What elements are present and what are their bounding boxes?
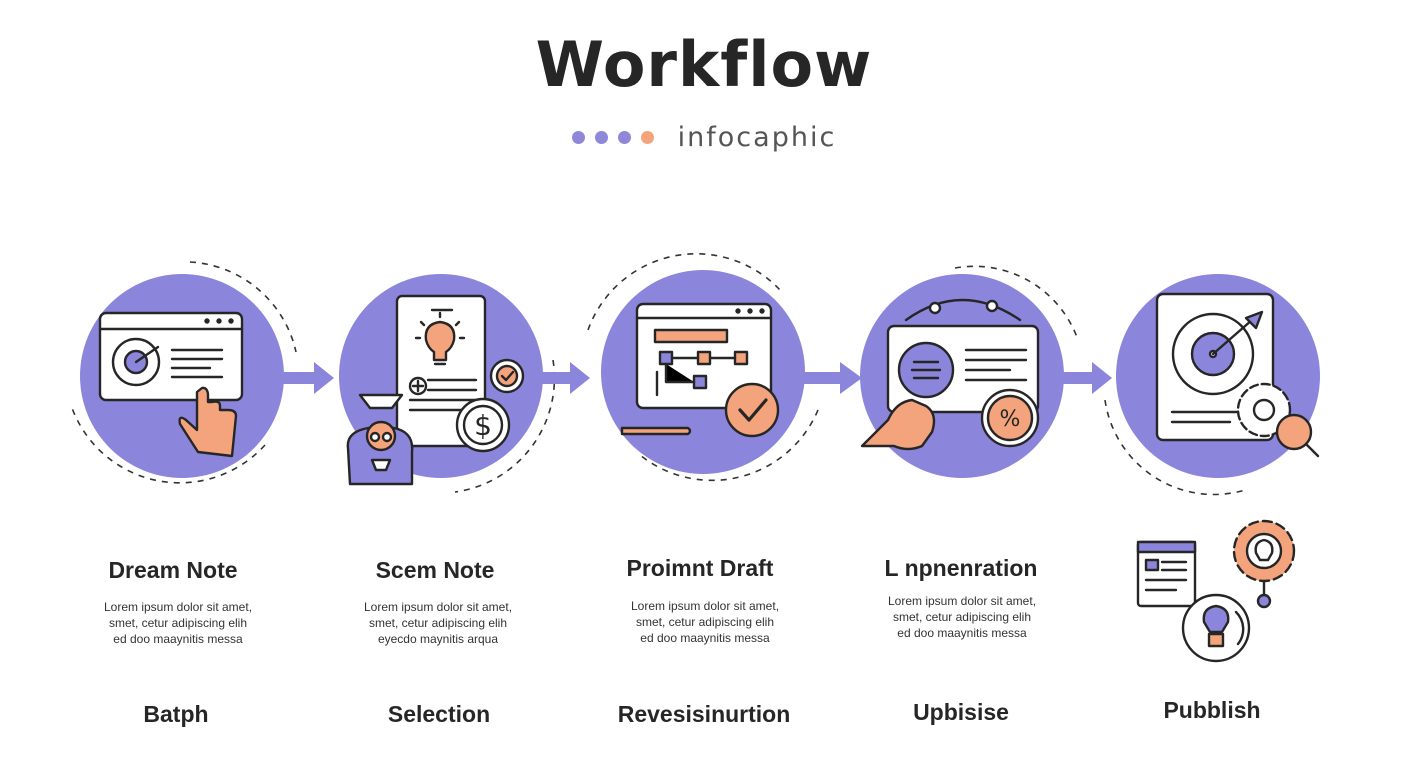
step-1-icons (98, 311, 244, 458)
lightbulb-icon (1254, 538, 1274, 609)
person-icon (346, 393, 414, 486)
checkmark-badge-icon (489, 358, 525, 394)
step-description: Lorem ipsum dolor sit amet, smet, cetur … (58, 599, 298, 647)
percent-badge-icon: % (980, 388, 1040, 448)
orbit-arc-1a (189, 261, 297, 353)
arrow-4-shaft (1062, 372, 1094, 384)
desc-line: ed doo maaynitis messa (897, 626, 1027, 640)
orbit-arc-2 (454, 359, 556, 493)
orbit-arc-5 (1104, 399, 1246, 496)
lightbulb-icon (1181, 593, 1251, 663)
step-label: Pubblish (1163, 697, 1261, 723)
orbit-arc-3b (639, 409, 819, 482)
desc-line: smet, cetur adipiscing elih (368, 616, 508, 630)
publish-illustration (1136, 519, 1296, 663)
step-4-icons: % (860, 298, 1040, 451)
gear-icon (1236, 382, 1292, 438)
checkmark-badge-icon (724, 382, 780, 438)
svg-text:$: $ (474, 409, 492, 442)
orbit-arc-4 (954, 265, 1079, 341)
connector-node-1 (928, 301, 942, 315)
magnifier-icon (1275, 413, 1320, 458)
desc-line: Lorem ipsum dolor sit amet, (103, 600, 253, 614)
arrow-1-shaft (282, 372, 316, 384)
step-3-icons (620, 302, 780, 438)
desc-line: Lorem ipsum dolor sit amet, (887, 594, 1037, 608)
arrow-3-head (840, 362, 862, 394)
connector-arrows (282, 362, 1112, 394)
connector-arc (904, 298, 1022, 322)
step-label: Revesisinurtion (617, 701, 791, 727)
dashed-orbits (71, 253, 1246, 496)
step-title: L npnenration (884, 555, 1038, 581)
step-title: Dream Note (108, 557, 238, 583)
arrow-2-head (570, 362, 590, 394)
desc-line: ed doo maaynitis messa (113, 632, 243, 646)
page-subtitle: infocaphic (677, 122, 837, 153)
svg-text:%: % (1000, 407, 1021, 432)
desc-line: eyecdo maynitis arqua (377, 632, 499, 646)
desc-line: ed doo maaynitis messa (640, 631, 770, 645)
hand-icon (860, 398, 936, 451)
dollar-coin-icon: $ (455, 397, 511, 453)
lightbulb-icon (414, 311, 466, 366)
dot-1 (571, 131, 585, 144)
arrow-1-head (314, 362, 334, 394)
desc-line: smet, cetur adipiscing elih (892, 610, 1032, 624)
arrow-3-shaft (800, 372, 842, 384)
flowchart-icon (655, 350, 749, 397)
step-description: Lorem ipsum dolor sit amet, smet, cetur … (318, 599, 558, 647)
step-title: Scem Note (375, 557, 495, 583)
step-description: Lorem ipsum dolor sit amet, smet, cetur … (585, 598, 825, 646)
dot-2 (594, 131, 608, 144)
arrow-2-shaft (540, 372, 572, 384)
step-5-icons (1155, 292, 1320, 458)
dot-4 (640, 131, 654, 144)
pointing-hand-icon (178, 386, 238, 458)
step-2-icons: $ (346, 294, 525, 486)
connector-node-2 (985, 299, 999, 313)
pencil-icon (620, 426, 692, 436)
desc-line: smet, cetur adipiscing elih (635, 615, 775, 629)
step-label: Upbisise (913, 699, 1009, 725)
desc-line: Lorem ipsum dolor sit amet, (363, 600, 513, 614)
step-label: Selection (387, 701, 491, 727)
step-title: Proimnt Draft (626, 555, 774, 581)
desc-line: smet, cetur adipiscing elih (108, 616, 248, 630)
browser-window-icon (1136, 540, 1197, 608)
subtitle-row: infocaphic (0, 122, 1408, 153)
page-title: Workflow (535, 28, 873, 101)
dot-3 (617, 131, 631, 144)
arrow-4-head (1092, 362, 1112, 394)
pie-chart-icon (111, 337, 161, 387)
target-icon (1171, 310, 1264, 396)
step-description: Lorem ipsum dolor sit amet, smet, cetur … (842, 593, 1082, 641)
desc-line: Lorem ipsum dolor sit amet, (630, 599, 780, 613)
step-label: Batph (143, 701, 209, 727)
